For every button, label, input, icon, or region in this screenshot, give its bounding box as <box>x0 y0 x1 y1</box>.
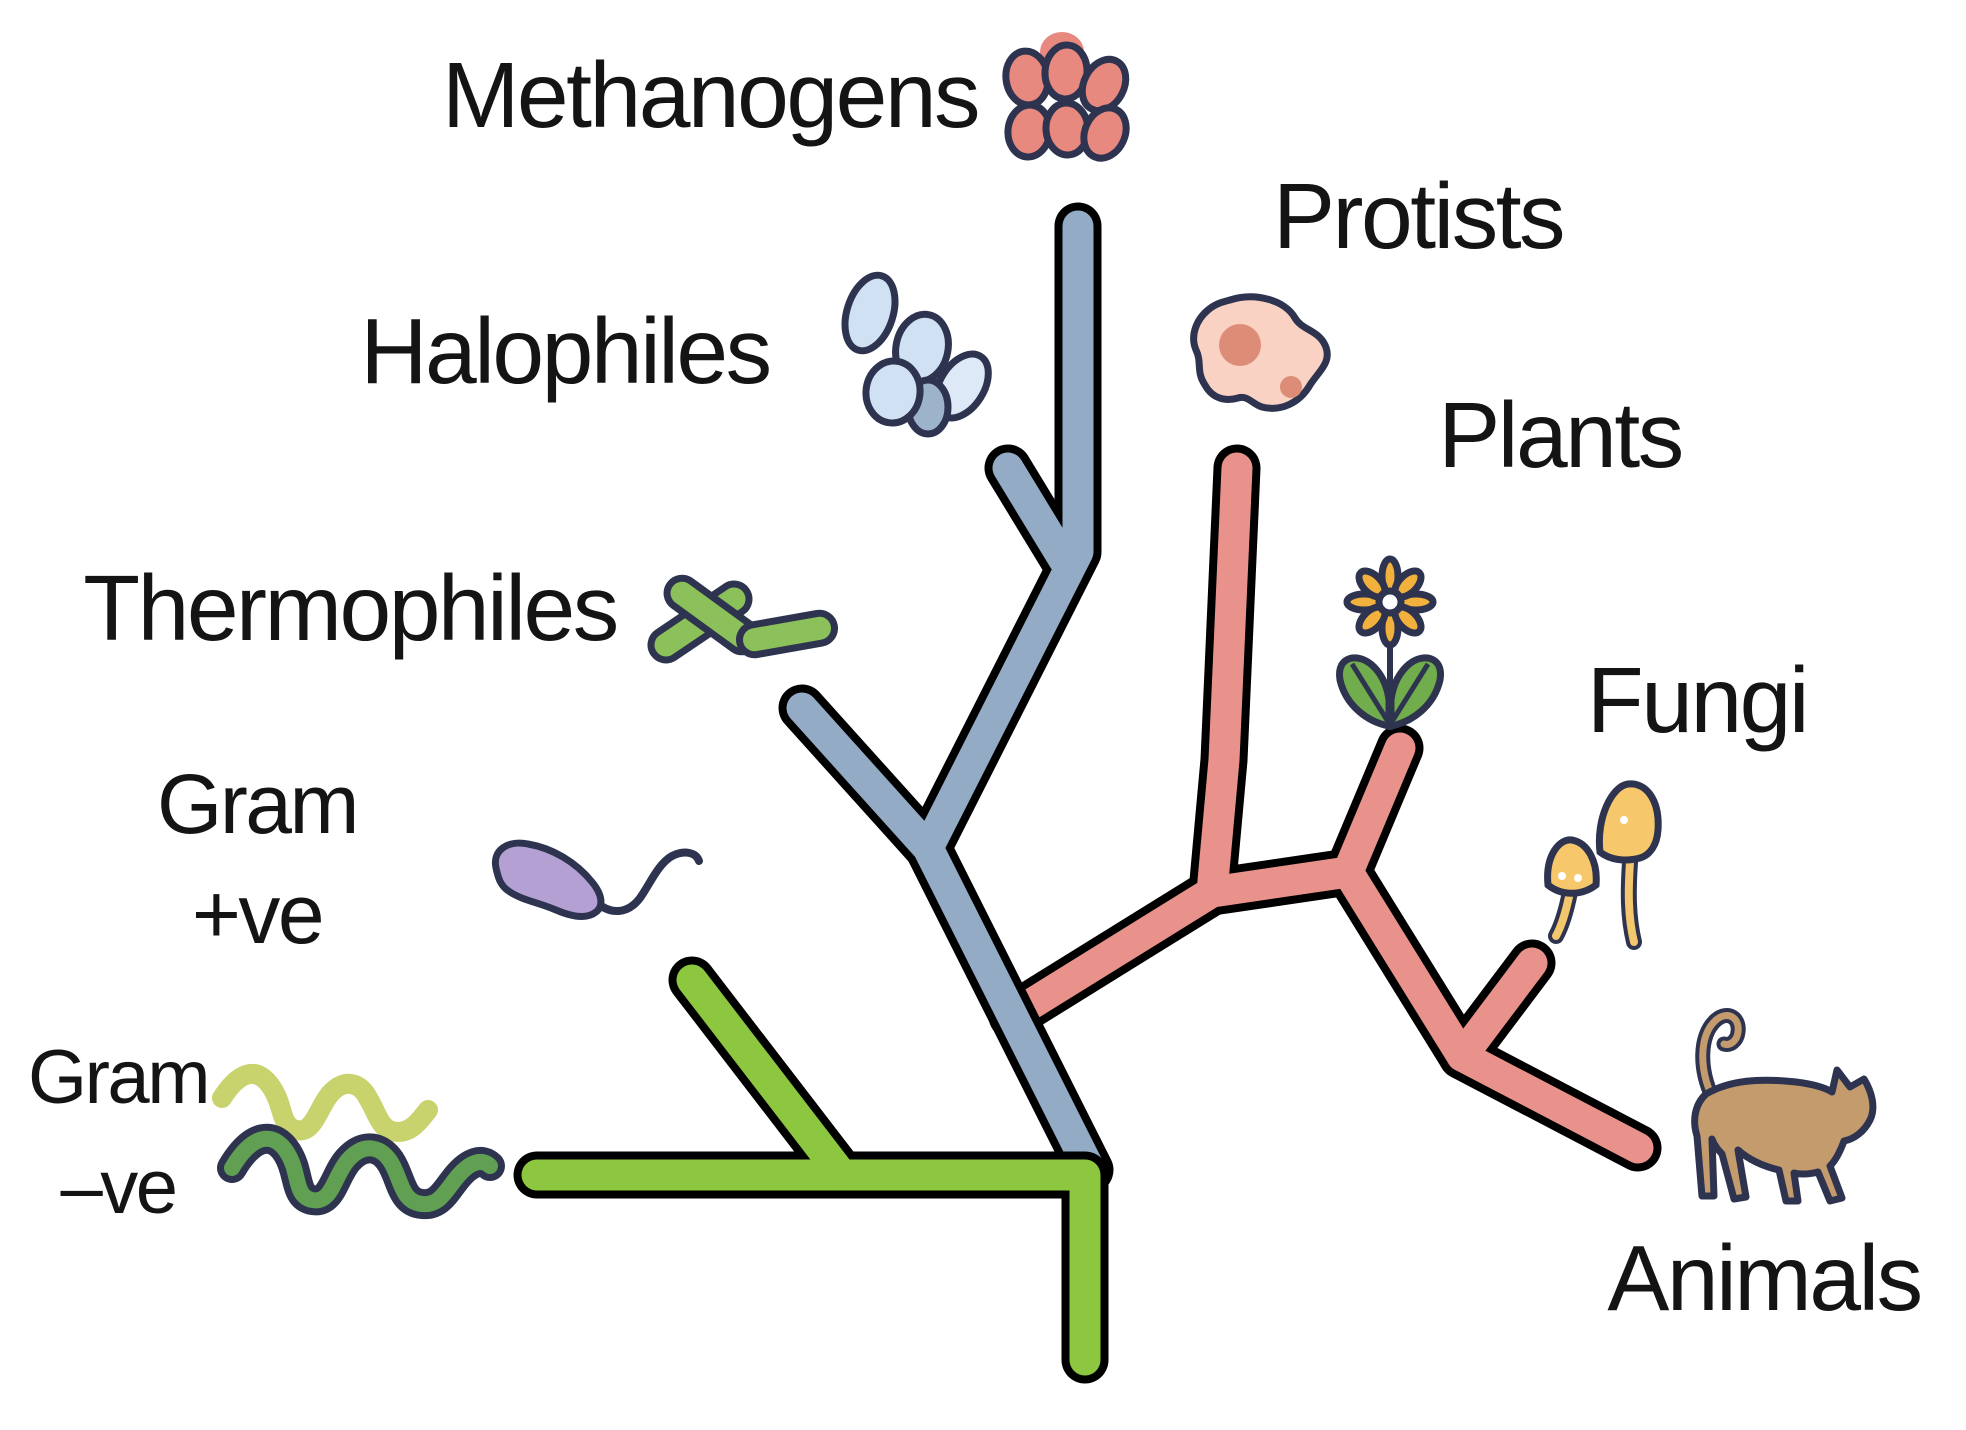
mushroom-cap-large <box>1595 780 1662 864</box>
protist-granule <box>1280 376 1302 398</box>
gram-positive-cell <box>491 839 605 920</box>
bacteria-branch <box>513 956 1109 1384</box>
fungi-icon <box>1544 780 1662 950</box>
gram-negative-icon <box>212 1063 505 1220</box>
flagellum <box>590 848 703 915</box>
cat-tail <box>1699 1012 1742 1100</box>
leaf-vein <box>1349 662 1390 722</box>
bacteria-branch-core <box>521 1159 1101 1376</box>
protists-label: Protists <box>1273 164 1563 268</box>
eukarya-branch <box>988 444 1662 1172</box>
plant-icon <box>1336 555 1444 731</box>
cat-body <box>1691 1066 1877 1205</box>
mushroom-stem <box>1552 888 1574 940</box>
thermophiles-label: Thermophiles <box>83 556 616 660</box>
flower-petals <box>1343 555 1437 649</box>
fungi-branch-core <box>1446 947 1548 1072</box>
archaea-trunk-core <box>912 210 1106 1186</box>
gram-negative-label-line2: –ve <box>60 1145 175 1230</box>
protist-body <box>1190 293 1331 412</box>
thermophiles-branch-core <box>786 692 944 864</box>
thermophile-rod <box>736 609 838 659</box>
methanogen-cell <box>1078 55 1130 115</box>
gram-negative-label-line1: Gram <box>28 1035 208 1120</box>
mushroom-cap-small <box>1544 836 1600 897</box>
fungi-label: Fungi <box>1587 648 1807 752</box>
animal-cat-icon <box>1691 1008 1877 1205</box>
halophiles-icon <box>841 271 992 438</box>
thermophiles-icon <box>647 574 838 664</box>
methanogens-label: Methanogens <box>442 43 978 147</box>
spirillum-dark <box>224 1130 498 1213</box>
halophiles-branch-core <box>992 452 1080 576</box>
plants-label: Plants <box>1438 383 1681 487</box>
protist-nucleus <box>1219 324 1261 366</box>
mushroom-stem <box>1624 858 1638 946</box>
gram-positive-label-line2: +ve <box>192 867 322 961</box>
halophile-cell <box>862 357 924 427</box>
gram-positive-icon <box>491 839 703 920</box>
halophiles-label: Halophiles <box>360 299 769 403</box>
archaea-branch <box>778 202 1114 1194</box>
mushroom-spot <box>1558 872 1566 880</box>
halophile-cell <box>841 271 899 355</box>
methanogen-cell <box>1080 104 1130 162</box>
eukarya-branch-core <box>996 856 1654 1164</box>
bacteria-branch-outline <box>513 1151 1109 1384</box>
leaf-right <box>1387 654 1444 731</box>
spirillum-light <box>212 1063 438 1143</box>
plants-branch-core <box>1332 732 1416 888</box>
mushroom-spot <box>1620 816 1628 824</box>
methanogens-icon <box>1002 32 1130 162</box>
leaf-vein <box>1390 662 1431 722</box>
gram-positive-label-line1: Gram <box>157 757 357 851</box>
leaf-left <box>1336 654 1393 731</box>
mushroom-spot <box>1574 874 1582 882</box>
animals-label: Animals <box>1607 1226 1920 1330</box>
flower-center <box>1375 587 1405 617</box>
gram-positive-branch-core <box>676 964 854 1186</box>
protist-icon <box>1190 293 1331 412</box>
protists-branch-core <box>1196 452 1253 908</box>
